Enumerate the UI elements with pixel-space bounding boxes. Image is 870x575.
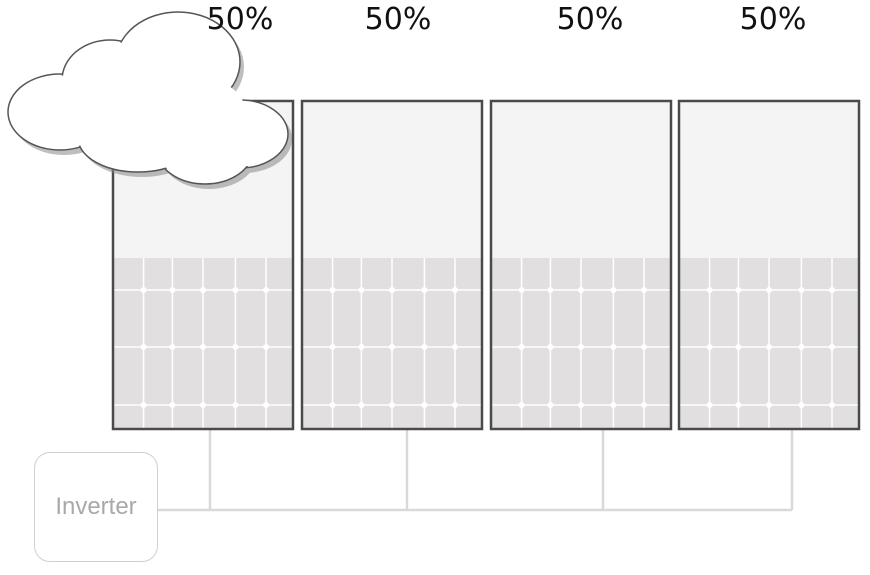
cell-junction: [706, 402, 713, 408]
cell-junction: [140, 402, 147, 408]
cell-junction: [358, 344, 365, 350]
cell-junction: [452, 402, 458, 408]
solar-panel: [300, 99, 484, 431]
cell-junction: [263, 402, 269, 408]
cell-junction: [200, 287, 206, 293]
cell-junction: [641, 287, 647, 293]
cell-junction: [798, 287, 805, 293]
cell-junction: [829, 402, 835, 408]
cloud-icon: [7, 11, 292, 189]
panel-upper: [679, 101, 859, 258]
solar-panel: [489, 99, 673, 431]
cell-junction: [452, 287, 458, 293]
inverter-label: Inverter: [55, 493, 137, 520]
cell-junction: [140, 344, 147, 350]
cell-junction: [518, 402, 525, 408]
cell-junction: [452, 344, 458, 350]
cell-junction: [547, 402, 554, 408]
cell-junction: [232, 402, 239, 408]
panel-frame: [489, 99, 673, 431]
cell-junction: [798, 344, 805, 350]
cell-junction: [578, 402, 584, 408]
cell-junction: [578, 344, 584, 350]
cell-junction: [169, 344, 176, 350]
panel-output-label: 50%: [556, 2, 624, 37]
panel-upper: [491, 101, 671, 258]
panel-output-label: 50%: [206, 2, 274, 37]
cell-junction: [329, 402, 336, 408]
cell-junction: [200, 344, 206, 350]
cell-junction: [766, 402, 772, 408]
cell-junction: [766, 287, 772, 293]
cell-junction: [263, 344, 269, 350]
cell-junction: [610, 402, 617, 408]
cell-junction: [329, 344, 336, 350]
cell-junction: [421, 402, 428, 408]
solar-panel: [677, 99, 861, 431]
cell-junction: [389, 402, 395, 408]
cell-junction: [641, 402, 647, 408]
cell-junction: [358, 287, 365, 293]
panel-output-label: 50%: [739, 2, 807, 37]
panel-upper: [302, 101, 482, 258]
cell-junction: [706, 287, 713, 293]
cell-junction: [358, 402, 365, 408]
cell-junction: [263, 287, 269, 293]
cell-junction: [140, 287, 147, 293]
cell-junction: [547, 287, 554, 293]
cell-junction: [421, 287, 428, 293]
cell-junction: [641, 344, 647, 350]
cell-junction: [829, 287, 835, 293]
panel-output-label: 50%: [364, 2, 432, 37]
cell-junction: [169, 402, 176, 408]
cell-junction: [329, 287, 336, 293]
cell-junction: [389, 344, 395, 350]
panel-frame: [677, 99, 861, 431]
cell-junction: [706, 344, 713, 350]
cell-junction: [578, 287, 584, 293]
cell-junction: [735, 402, 742, 408]
cell-junction: [735, 287, 742, 293]
cell-junction: [610, 344, 617, 350]
cell-junction: [829, 344, 835, 350]
cell-junction: [735, 344, 742, 350]
cell-junction: [232, 287, 239, 293]
cell-junction: [547, 344, 554, 350]
cell-junction: [200, 402, 206, 408]
cell-junction: [610, 287, 617, 293]
cell-junction: [232, 344, 239, 350]
cell-junction: [421, 344, 428, 350]
cell-junction: [169, 287, 176, 293]
cell-junction: [518, 287, 525, 293]
cell-junction: [518, 344, 525, 350]
cell-junction: [766, 344, 772, 350]
cell-junction: [798, 402, 805, 408]
panel-frame: [300, 99, 484, 431]
inverter: Inverter: [34, 452, 158, 562]
wiring: [158, 429, 794, 512]
cell-junction: [389, 287, 395, 293]
